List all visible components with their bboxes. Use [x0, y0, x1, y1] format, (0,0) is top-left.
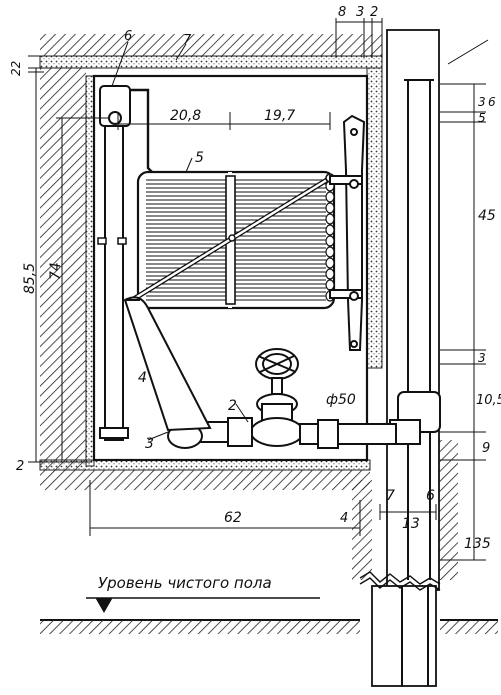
riser-pipe — [386, 29, 441, 591]
floor-line — [40, 597, 498, 634]
labels: 6 7 5 4 3 2 ф50 8 3 2 22 85,5 74 2 20,8 … — [9, 5, 501, 592]
callout-7: 7 — [183, 33, 192, 48]
dim-left-22: 22 — [9, 61, 23, 76]
dim-top-8: 8 — [338, 5, 346, 20]
valve-assembly — [123, 296, 397, 449]
dim-riser-13: 13 — [402, 516, 420, 532]
dim-right-135: 135 — [464, 536, 491, 552]
dim-right-6: 6 — [488, 95, 496, 109]
dim-left-85-5: 85,5 — [22, 263, 38, 294]
dim-top-2: 2 — [370, 5, 378, 20]
callout-2: 2 — [228, 398, 237, 414]
dim-right-3: 3 — [478, 95, 486, 109]
dim-62: 62 — [224, 510, 242, 526]
dim-right-5: 5 — [478, 111, 486, 125]
wall-niche — [39, 34, 458, 580]
callout-5: 5 — [195, 150, 204, 166]
dimension-lines — [28, 18, 489, 561]
dim-4: 4 — [340, 511, 348, 526]
dim-right-10-5: 10,5 — [476, 393, 501, 408]
riser-lower — [359, 571, 441, 687]
dim-right-45: 45 — [478, 208, 496, 224]
dim-left-2: 2 — [16, 459, 24, 474]
callout-3: 3 — [145, 436, 154, 452]
dim-riser-7: 7 — [386, 488, 395, 504]
wall-bracket — [329, 114, 366, 351]
callout-6: 6 — [124, 29, 132, 44]
vent-pipe — [97, 85, 159, 441]
dim-left-74: 74 — [48, 262, 64, 280]
dim-19-7: 19,7 — [264, 108, 295, 124]
radiator — [130, 170, 336, 310]
dim-right-9: 9 — [482, 441, 490, 456]
dim-20-8: 20,8 — [170, 108, 201, 124]
floor-level-caption: Уровень чистого пола — [98, 574, 272, 592]
callout-4: 4 — [138, 370, 147, 386]
pipe-diameter-label: ф50 — [326, 392, 356, 408]
leader-lines — [111, 41, 249, 441]
dim-top-3: 3 — [356, 5, 364, 20]
dim-right-3b: 3 — [478, 351, 486, 365]
dim-riser-6: 6 — [426, 488, 435, 504]
